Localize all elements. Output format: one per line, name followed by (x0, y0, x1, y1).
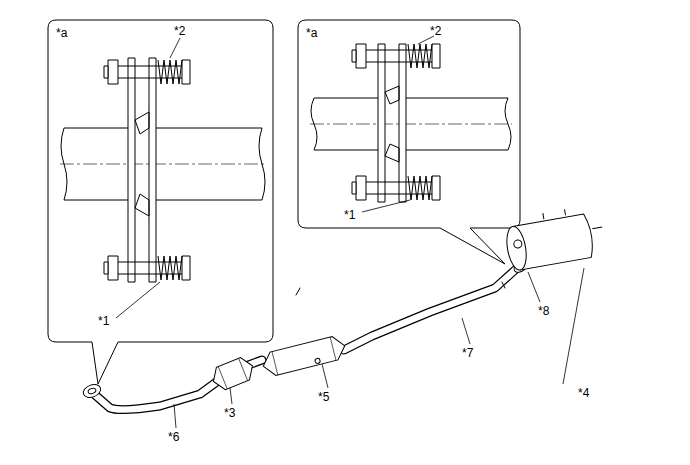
detail-label: *a (56, 26, 67, 40)
callout-number: *2 (430, 24, 441, 38)
callout-number: *6 (168, 430, 179, 444)
callout-number: *4 (578, 386, 589, 400)
callout-number: *1 (98, 314, 109, 328)
callout-bubble (48, 20, 273, 384)
flange-detail (310, 36, 512, 212)
catalytic-converter (209, 355, 257, 393)
detail-label: *a (306, 26, 317, 40)
exhaust-pipe (94, 270, 515, 410)
callout-number: *1 (344, 208, 355, 222)
catalytic-converter (260, 334, 347, 378)
muffler (502, 203, 607, 271)
callout-number: *2 (174, 24, 185, 38)
leader-line (174, 268, 584, 428)
callout-bubble (298, 20, 520, 264)
flange-detail (60, 38, 266, 318)
callout-number: *3 (224, 406, 235, 420)
callout-number: *7 (462, 346, 473, 360)
callout-number: *5 (318, 390, 329, 404)
callout-number: *8 (538, 304, 549, 318)
pipe-flange (81, 382, 102, 399)
